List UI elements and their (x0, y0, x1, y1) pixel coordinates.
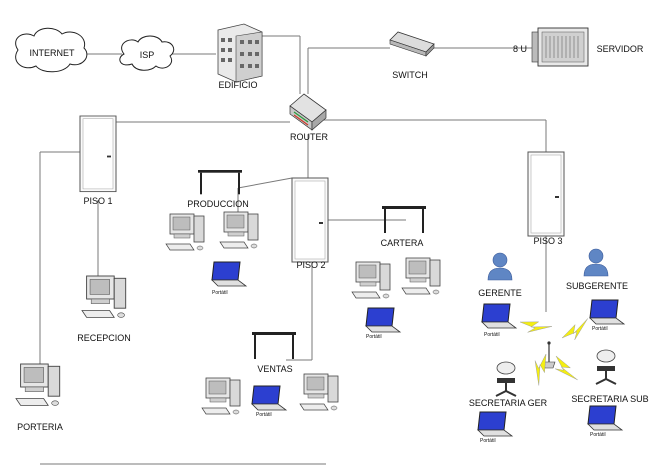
switch-icon (389, 31, 435, 57)
laptop-icon (251, 385, 287, 411)
laptop-icon (365, 307, 401, 333)
laptop-icon (589, 299, 625, 325)
portatil-label: Portátil (256, 412, 272, 418)
secretaria-ger-label: SECRETARIA GER (469, 398, 548, 408)
recepcion-label: RECEPCION (77, 333, 131, 343)
desktop-computer-icon (15, 363, 61, 406)
laptop-icon (211, 261, 247, 287)
server-units-label: 8 U (513, 44, 527, 54)
server-icon (531, 27, 589, 67)
isp-label: ISP (140, 50, 155, 60)
servidor-label: SERVIDOR (597, 44, 644, 54)
desktop-computer-icon (81, 275, 127, 318)
laptop-icon (481, 303, 517, 329)
office-chair-icon (595, 349, 617, 385)
desktop-computer-icon (351, 261, 391, 299)
cartera-label: CARTERA (381, 238, 424, 248)
portatil-label: Portátil (592, 326, 608, 332)
building-icon (217, 23, 263, 83)
piso1-label: PISO 1 (83, 196, 112, 206)
wireless-signal-icon (527, 351, 551, 386)
desktop-computer-icon (299, 373, 339, 411)
subgerente-label: SUBGERENTE (566, 281, 628, 291)
office-chair-icon (495, 361, 517, 397)
desktop-computer-icon (401, 257, 441, 295)
connection-lines (39, 35, 547, 465)
switch-label: SWITCH (392, 70, 428, 80)
table-icon (252, 332, 296, 359)
internet-cloud-icon (15, 27, 88, 73)
desktop-computer-icon (165, 213, 205, 251)
router-label: ROUTER (290, 132, 329, 142)
table-icon (198, 170, 242, 195)
wireless-signal-icon (549, 352, 579, 388)
wireless-signal-icon (517, 316, 553, 339)
portatil-label: Portátil (484, 332, 500, 338)
piso3-label: PISO 3 (533, 236, 562, 246)
portatil-label: Portátil (366, 334, 382, 340)
secretaria-sub-label: SECRETARIA SUB (571, 394, 648, 404)
door-icon (79, 115, 117, 193)
router-icon (289, 93, 327, 131)
person-icon (487, 252, 513, 281)
ventas-label: VENTAS (257, 364, 292, 374)
door-icon (291, 177, 329, 263)
portatil-label: Portátil (480, 438, 496, 444)
person-icon (583, 248, 609, 277)
internet-label: INTERNET (30, 48, 76, 58)
wireless-signal-icon (559, 317, 594, 346)
desktop-computer-icon (201, 377, 241, 415)
edificio-label: EDIFICIO (218, 80, 257, 90)
desktop-computer-icon (219, 211, 259, 249)
laptop-icon (587, 405, 623, 431)
door-icon (527, 151, 565, 237)
portatil-label: Portátil (212, 290, 228, 296)
portatil-label: Portátil (590, 432, 606, 438)
gerente-label: GERENTE (478, 288, 522, 298)
isp-cloud-icon (119, 35, 175, 71)
porteria-label: PORTERIA (17, 422, 63, 432)
laptop-icon (477, 411, 513, 437)
piso2-label: PISO 2 (296, 260, 325, 270)
produccion-label: PRODUCCION (187, 199, 249, 209)
